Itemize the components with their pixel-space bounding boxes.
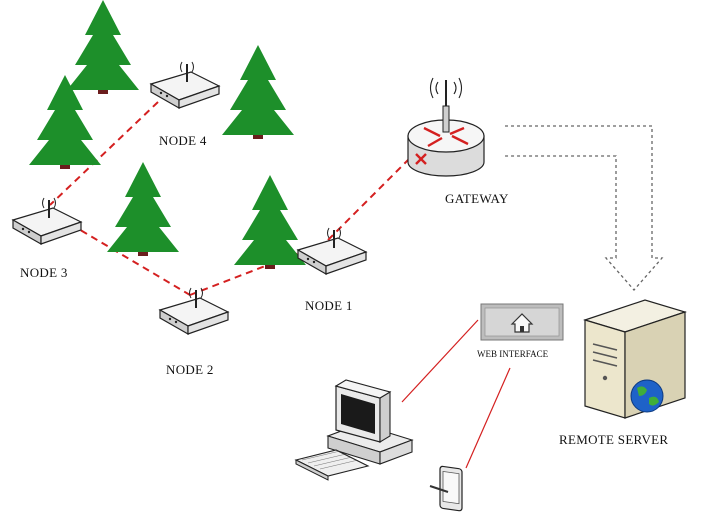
gateway-router-icon [407, 77, 485, 177]
tree-icon [107, 162, 179, 256]
link-node4-node3 [49, 101, 159, 206]
globe-icon [630, 379, 664, 413]
home-icon [480, 303, 564, 341]
tree-icon [67, 0, 139, 94]
link-node1-gateway [327, 149, 419, 241]
web-links [401, 319, 511, 469]
server-tower-icon [583, 299, 687, 419]
remote-server-label: REMOTE SERVER [559, 432, 669, 447]
gateway-label: GATEWAY [445, 191, 509, 206]
tree-icon [222, 45, 294, 139]
web-interface-label: WEB INTERFACE [477, 349, 549, 359]
node4-label: NODE 4 [159, 133, 207, 148]
tablet-icon [429, 465, 463, 512]
node2-router-icon [159, 287, 229, 335]
node3-router-icon [12, 197, 82, 245]
node1-label: NODE 1 [305, 298, 353, 313]
node2-label: NODE 2 [166, 362, 214, 377]
node4-router-icon [150, 61, 220, 109]
down-arrow-icon [505, 125, 664, 291]
tree-icon [234, 175, 306, 269]
keyboard-icon [294, 449, 370, 481]
link-web-tablet [465, 367, 511, 469]
node3-label: NODE 3 [20, 265, 68, 280]
link-web-computer [401, 319, 479, 403]
desktop-computer-icon [326, 379, 414, 465]
